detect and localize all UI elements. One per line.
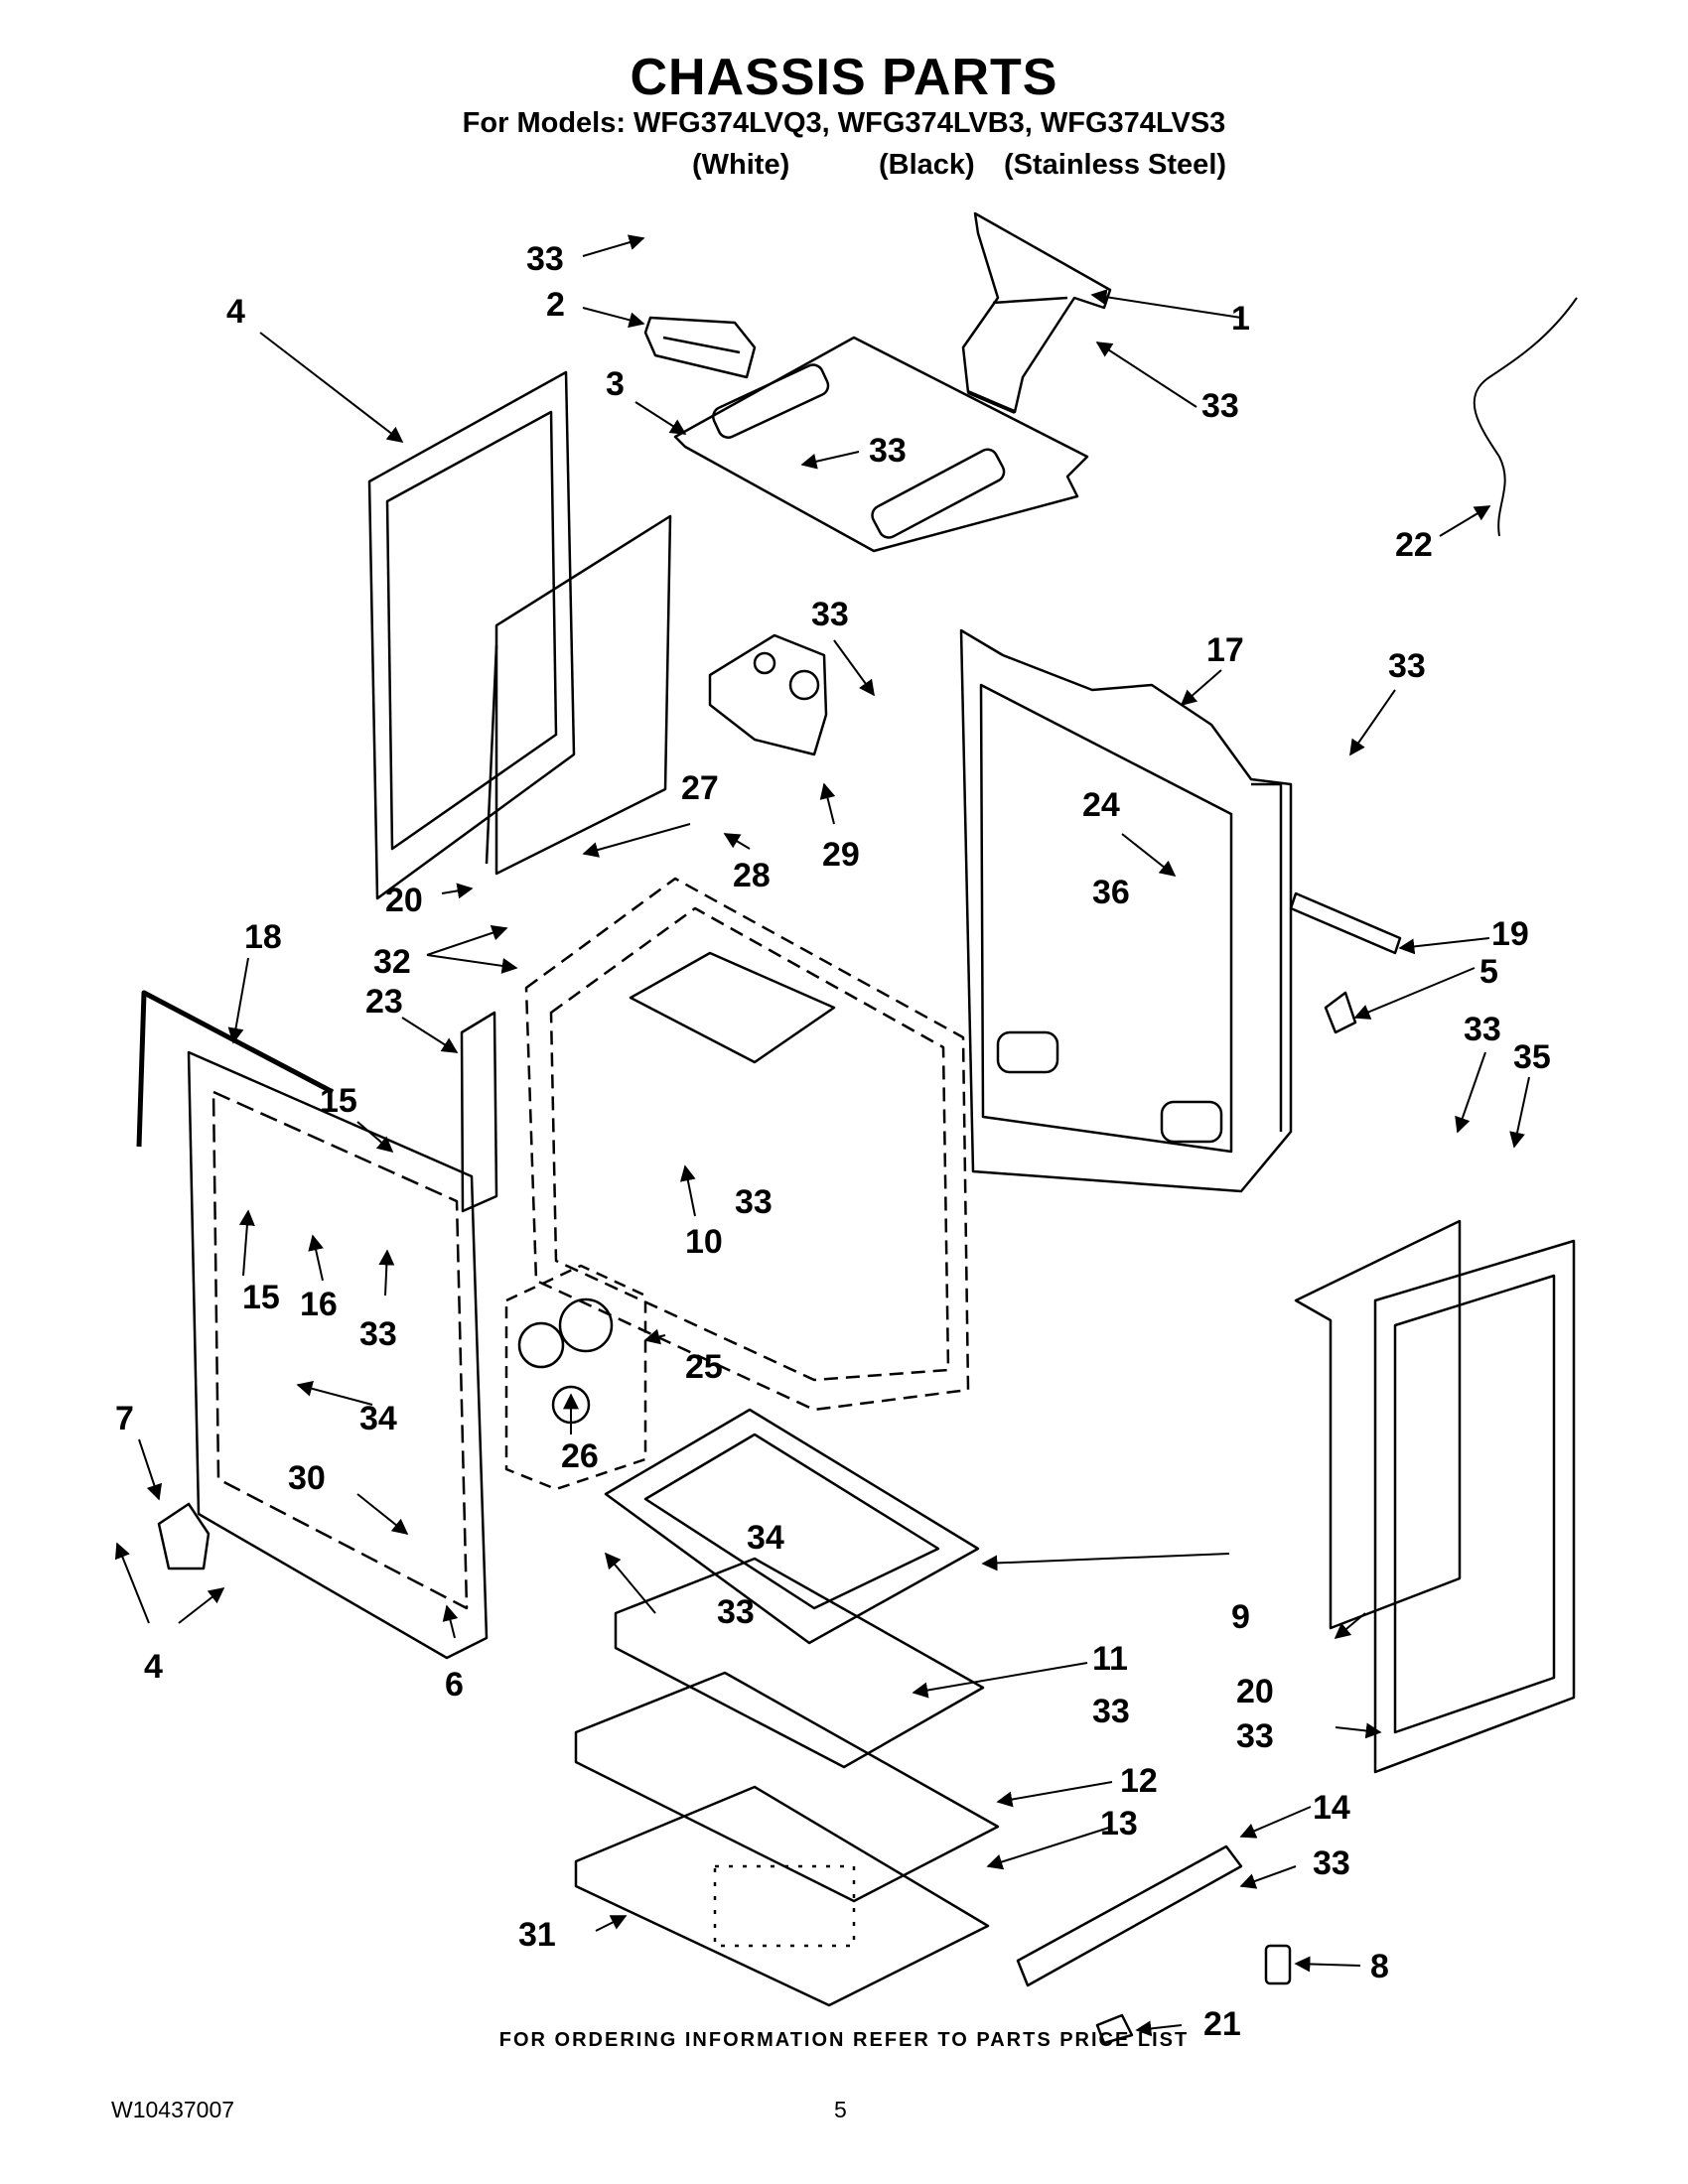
rail-part	[1016, 1844, 1243, 1987]
callout-label: 33	[1388, 647, 1426, 685]
left-side-panel-part	[367, 370, 576, 900]
rail-bar-part	[1289, 891, 1402, 955]
callout-label: 16	[300, 1286, 338, 1323]
callout-label: 32	[373, 943, 411, 981]
lower-tray-part	[574, 1671, 1000, 1903]
callout-label: 3	[606, 365, 625, 403]
leader-lines	[114, 234, 1530, 2037]
tray-part	[614, 1557, 985, 1769]
callout-label: 17	[1206, 631, 1244, 669]
callout-label: 33	[869, 432, 907, 470]
power-cord-part	[1473, 297, 1578, 537]
callout-label: 29	[822, 836, 860, 874]
page-title: CHASSIS PARTS	[630, 49, 1058, 106]
callout-label: 31	[518, 1916, 556, 1954]
bracket-part	[643, 316, 757, 379]
callout-label: 27	[681, 769, 719, 807]
callout-label: 6	[445, 1666, 464, 1704]
callout-label: 33	[717, 1593, 755, 1631]
callout-label: 20	[1236, 1673, 1274, 1710]
callout-label: 28	[733, 857, 771, 894]
callout-label: 11	[1092, 1640, 1128, 1678]
callout-label: 2	[546, 286, 565, 324]
small-bracket-part	[1095, 2013, 1134, 2045]
callout-label: 35	[1513, 1038, 1551, 1076]
bottom-plate-part	[574, 1785, 990, 2007]
callout-label: 13	[1100, 1805, 1138, 1843]
document-number: W10437007	[111, 2097, 235, 2122]
right-side-panel-part	[1373, 1239, 1576, 1774]
callout-label: 34	[747, 1519, 784, 1557]
callout-label: 23	[365, 983, 403, 1021]
callout-label: 8	[1370, 1948, 1389, 1985]
color-label-stainless: (Stainless Steel)	[1004, 149, 1227, 181]
back-panel-part	[959, 628, 1293, 1193]
callout-label: 1	[1231, 300, 1250, 338]
callout-label: 33	[526, 240, 564, 278]
callout-label: 19	[1491, 915, 1529, 953]
callout-label: 33	[1092, 1693, 1130, 1730]
callout-label: 15	[242, 1279, 280, 1316]
callout-label: 25	[685, 1348, 723, 1386]
leveling-leg-part	[1264, 1944, 1292, 1985]
callout-label: 33	[735, 1183, 773, 1221]
gasket-part	[136, 990, 335, 1148]
callout-label: 33	[1201, 387, 1239, 425]
callout-label: 14	[1313, 1789, 1350, 1827]
color-labels: (White) (Black) (Stainless Steel)	[0, 149, 1688, 185]
oven-cavity-part	[524, 877, 970, 1412]
callout-label: 21	[1203, 2005, 1241, 2043]
callout-label: 30	[288, 1459, 326, 1497]
top-panel-part	[673, 336, 1089, 553]
valve-assembly-part	[708, 633, 828, 756]
page-number: 5	[834, 2097, 847, 2122]
callout-label: 33	[359, 1315, 397, 1353]
callout-label: 33	[1236, 1717, 1274, 1755]
right-insulation-part	[1294, 1219, 1462, 1630]
callout-label: 26	[561, 1437, 599, 1475]
callout-label: 9	[1231, 1598, 1250, 1636]
callout-label: 33	[811, 596, 849, 633]
front-frame-part	[187, 1050, 489, 1660]
callout-label: 10	[685, 1223, 723, 1261]
callout-label: 5	[1479, 953, 1498, 991]
vent-duct-part	[961, 211, 1112, 414]
callout-label: 36	[1092, 874, 1130, 911]
left-insulation-part	[485, 514, 672, 876]
callout-label: 7	[115, 1400, 134, 1437]
color-label-black: (Black)	[879, 149, 975, 181]
callout-label: 34	[359, 1400, 397, 1437]
ordering-note: FOR ORDERING INFORMATION REFER TO PARTS …	[498, 2029, 1190, 2051]
broil-pan-part	[604, 1408, 980, 1645]
side-bracket-part	[460, 1011, 498, 1213]
callout-label: 33	[1464, 1011, 1501, 1048]
callout-labels: 33 2 1 33 4 3 33 22 33 17 33 27 29 24 28…	[115, 240, 1551, 2043]
callout-label: 18	[244, 918, 282, 956]
clip-part	[1324, 991, 1357, 1034]
callout-label: 15	[320, 1082, 357, 1120]
switch-part	[157, 1502, 211, 1570]
callout-label: 24	[1082, 786, 1120, 824]
callout-label: 12	[1120, 1762, 1158, 1800]
model-list: For Models: WFG374LVQ3, WFG374LVB3, WFG3…	[462, 107, 1226, 139]
callout-label: 20	[385, 882, 423, 919]
callout-label: 33	[1313, 1844, 1350, 1882]
callout-label: 4	[226, 293, 245, 331]
oven-cavity-top-plate	[629, 951, 836, 1064]
color-label-white: (White)	[692, 149, 790, 181]
callout-label: 22	[1395, 526, 1433, 564]
callout-label: 4	[144, 1648, 163, 1686]
